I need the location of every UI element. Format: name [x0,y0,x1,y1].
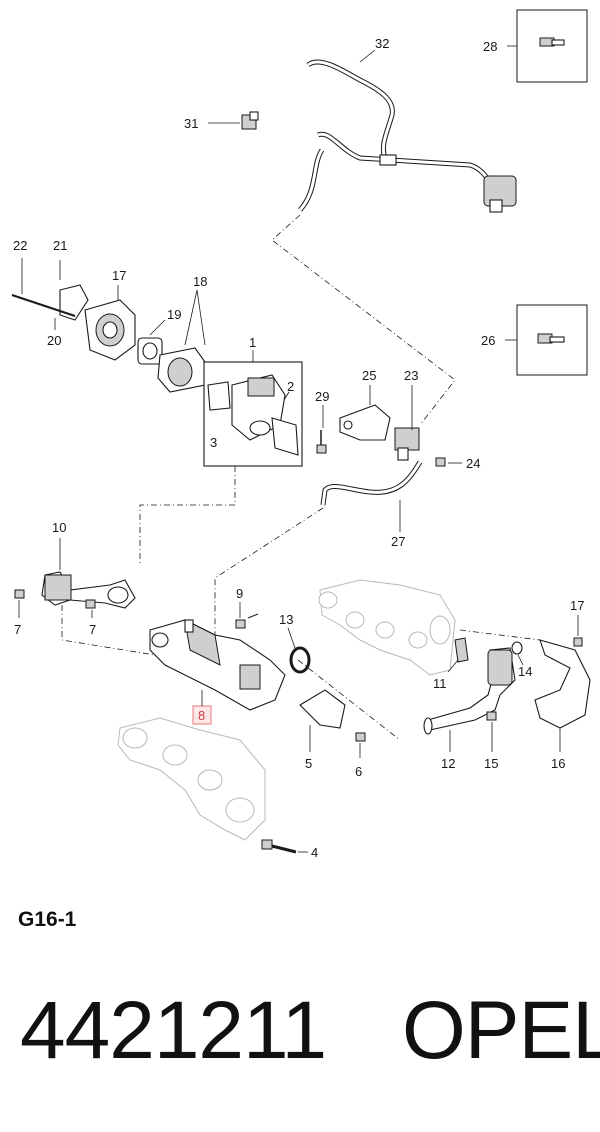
callout-2: 2 [287,379,294,394]
gasket-14 [511,641,523,655]
clamp-13-icon [289,646,311,674]
callout-20: 19 [167,307,181,322]
throttle-housing-19 [157,347,206,393]
gasket-2 [271,417,299,456]
exhaust-pipe-12 [423,647,516,735]
callout-30: 29 [315,389,329,404]
exhaust-manifold-lower [117,717,266,841]
bolt-7a-icon [14,589,25,599]
pressure-sensor-icon [483,175,517,213]
solenoid-bracket-26 [339,404,391,441]
callout-25: 24 [466,456,480,471]
egr-pipe-10 [41,571,136,609]
callout-29: 28 [483,39,497,54]
callout-24: 23 [404,368,418,383]
vacuum-hose-32 [298,59,493,212]
callout-4: 4 [311,845,318,860]
clip-31-icon [241,111,259,130]
clamp-11-icon [454,637,469,663]
diagram-code: G16-1 [18,908,77,931]
callout-18: 17 [112,268,126,283]
callout-9: 9 [236,586,243,601]
callout-16: 16 [551,756,565,771]
callout-7b: 7 [89,622,96,637]
bolt-9-icon [235,613,259,629]
bolt-15-icon [486,711,497,721]
callout-31: 31 [184,116,198,131]
callout-3: 3 [210,435,217,450]
gasket-20 [137,337,163,365]
callout-23: 22 [13,238,27,253]
callout-15: 15 [484,756,498,771]
egr-cooler-8 [149,619,286,711]
brand-name: OPEL [402,985,600,1076]
bolt-27-icon [537,333,565,344]
bolt-17-icon [573,637,583,647]
callout-27: 26 [481,333,495,348]
callout-19: 18 [193,274,207,289]
callout-13: 13 [279,612,293,627]
gasket-3 [207,381,231,411]
bolt-4-icon [261,839,297,854]
callout-21: 20 [47,333,61,348]
callout-8: 8 [198,708,205,723]
callout-14: 14 [518,664,532,679]
bracket-5 [299,689,346,729]
callout-6: 6 [355,764,362,779]
callout-17: 17 [570,598,584,613]
egr-valve-1 [231,374,286,441]
solenoid-valve-24 [394,427,420,461]
exploded-parts-diagram: 28 26 32 31 22 21 20 17 [11,9,591,860]
callout-7a: 7 [14,622,21,637]
bolt-30-icon [316,430,327,454]
bolt-29-icon [539,37,565,47]
callout-11: 11 [433,676,447,691]
throttle-body-18 [84,299,136,361]
callout-5: 5 [305,756,312,771]
exhaust-manifold-right [318,579,456,676]
callout-32: 32 [375,36,389,51]
bolt-6-icon [355,732,366,742]
part-number: 4421211 [20,985,327,1076]
callout-10: 10 [52,520,66,535]
bolt-25-icon [435,457,446,467]
callout-1: 1 [249,335,256,350]
callout-22: 21 [53,238,67,253]
bolt-7b-icon [85,599,96,609]
bracket-16 [534,639,591,729]
hose-28 [320,460,423,506]
callout-26: 25 [362,368,376,383]
callout-28: 27 [391,534,405,549]
callout-12: 12 [441,756,455,771]
